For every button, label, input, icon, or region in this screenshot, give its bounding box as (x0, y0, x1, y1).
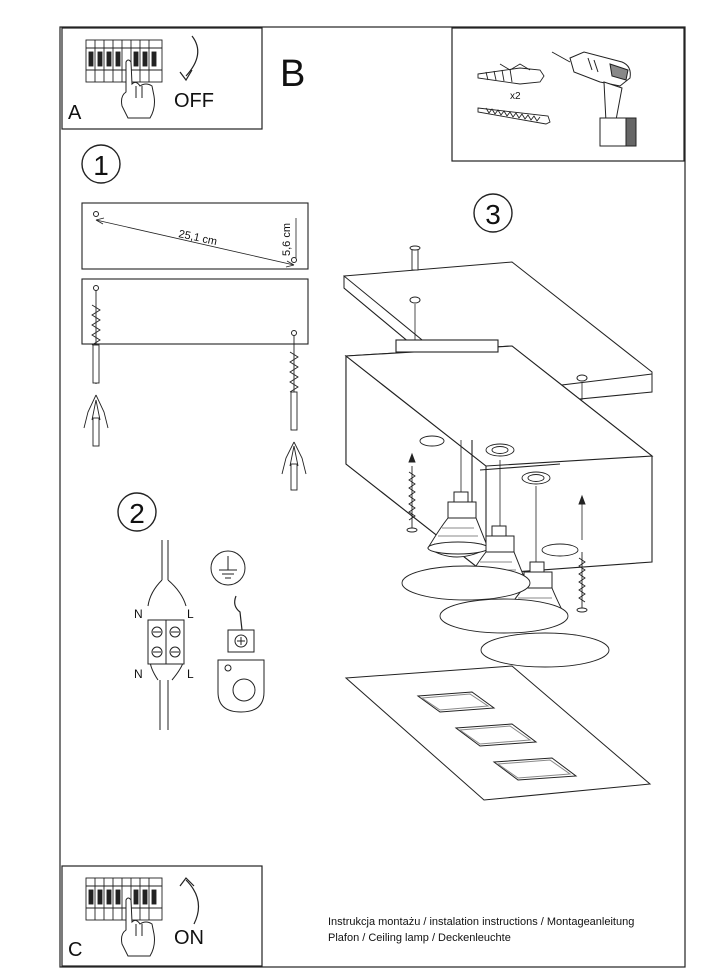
terminal-block-icon (147, 619, 185, 665)
fixing-screw-left-icon (406, 452, 418, 533)
neutral-top-label: N (134, 607, 143, 621)
step-2-number: 2 (129, 498, 145, 529)
panel-b-letter: B (280, 53, 305, 95)
breaker-box-icon (85, 39, 163, 83)
fixing-screw-right-icon (576, 494, 588, 613)
off-label: OFF (174, 90, 214, 112)
ceiling-board (81, 278, 309, 345)
spacing-dimension-line (95, 219, 295, 266)
step-3-number: 3 (485, 199, 501, 230)
bulb-1-icon (427, 440, 489, 558)
panel-a: A OFF (61, 27, 263, 130)
reflector-discs (401, 565, 610, 668)
tools-panel: x2 (451, 27, 685, 162)
panel-a-letter: A (68, 102, 82, 124)
step-3: 3 (343, 193, 654, 801)
hand-icon (121, 59, 155, 119)
template-board (81, 202, 309, 270)
caption-line-1: Instrukcja montażu / instalation instruc… (328, 916, 635, 928)
live-top-label: L (187, 607, 194, 621)
neutral-bottom-label: N (134, 667, 143, 681)
offset-label: 5,6 cm (281, 223, 293, 256)
quantity-label: x2 (510, 91, 521, 102)
instructions-caption: Instrukcja montażu / instalation instruc… (328, 914, 634, 946)
drill-icon (551, 51, 637, 147)
breaker-box-icon (85, 877, 163, 921)
arrow-down-icon (185, 35, 199, 77)
mains-cable-icon (147, 540, 187, 730)
anchor-left-icon (83, 290, 109, 447)
wall-plug-icon (477, 63, 545, 85)
socket-holes (419, 435, 579, 557)
glass-cover-panel (344, 665, 652, 801)
step-1: 1 25,1 cm 5,6 cm (81, 144, 309, 491)
arrow-up-icon (185, 879, 200, 925)
step-2: 2 N L N L (117, 492, 265, 730)
caption-line-2: Plafon / Ceiling lamp / Deckenleuchte (328, 932, 511, 944)
ground-terminal-icon (217, 629, 265, 713)
live-bottom-label: L (187, 667, 194, 681)
ground-symbol-icon (210, 550, 246, 586)
hand-icon (121, 897, 155, 957)
lamp-body (344, 339, 654, 576)
on-label: ON (174, 927, 204, 949)
top-screw-icon (409, 245, 421, 271)
anchor-right-icon (281, 336, 307, 491)
page-frame (59, 26, 686, 968)
panel-c: C ON (61, 865, 263, 967)
screw-icon (477, 107, 551, 125)
step-1-number: 1 (93, 150, 109, 181)
panel-c-letter: C (68, 939, 82, 961)
